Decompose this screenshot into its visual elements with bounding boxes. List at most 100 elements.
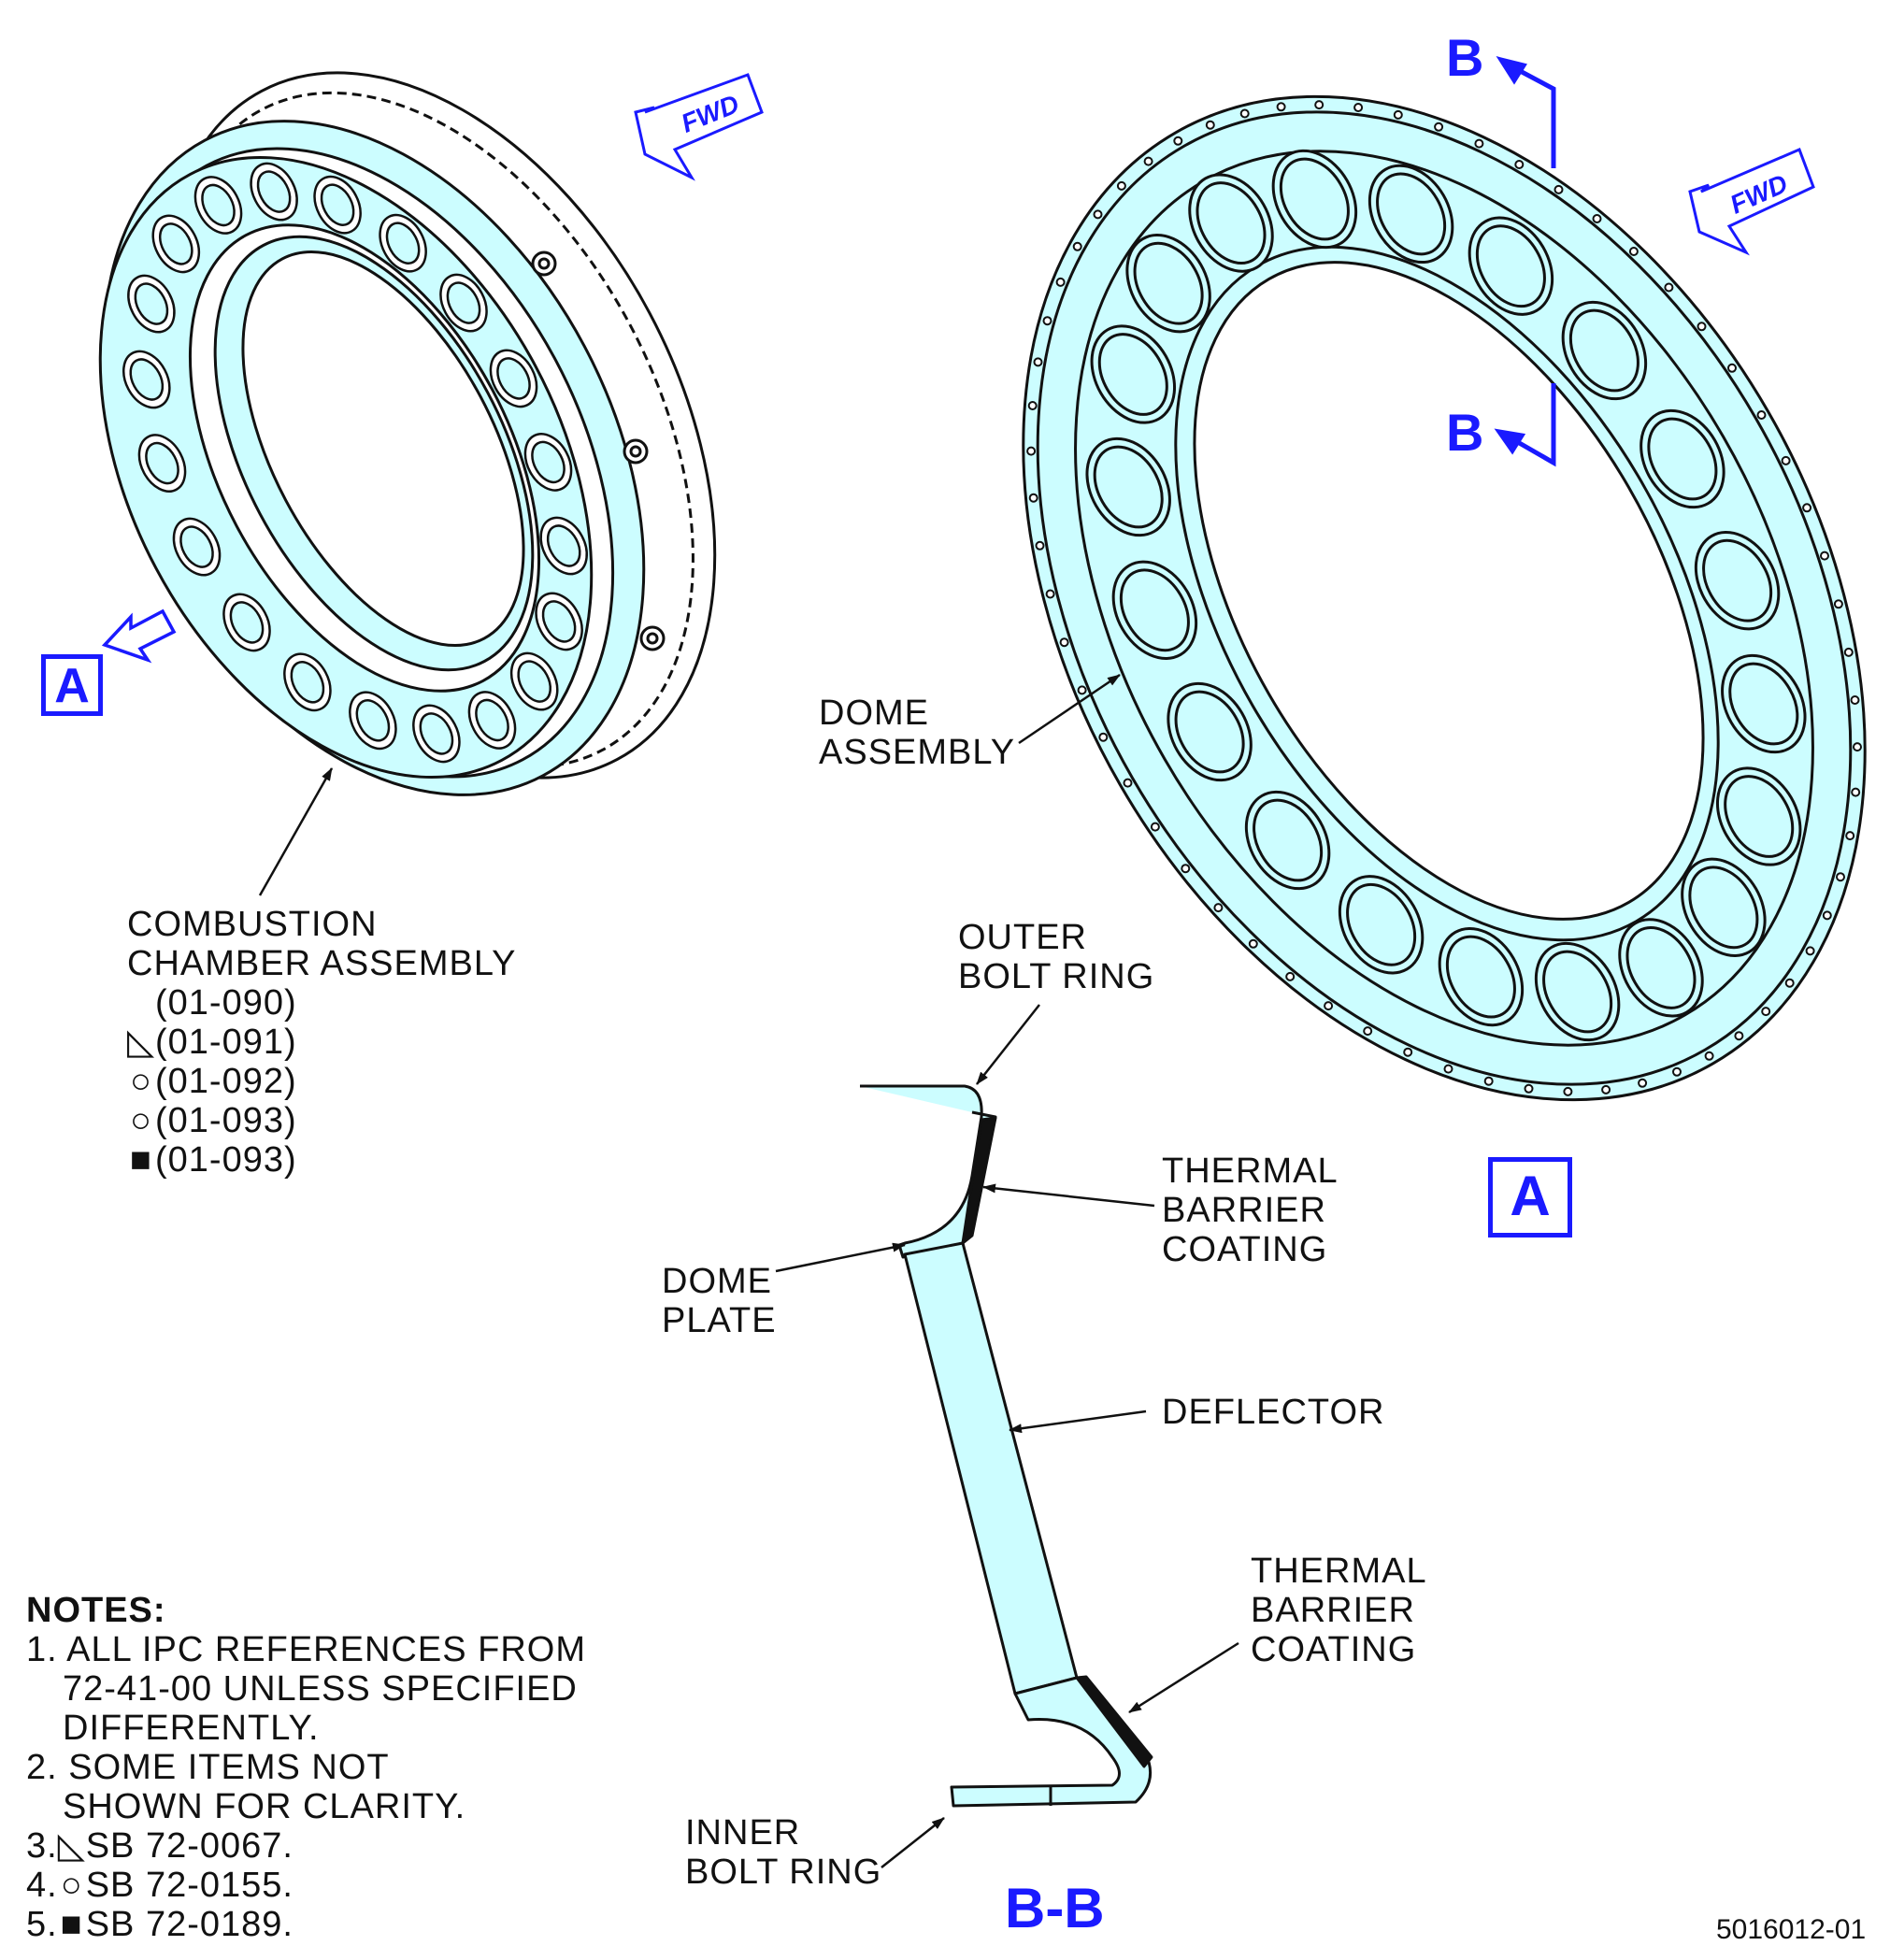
bolt-hole [1116,180,1126,191]
swirler-cup [201,183,236,227]
swirler-cup [1097,333,1168,416]
swirler-cup [1568,308,1639,393]
bolt-hole [1173,136,1183,146]
section-cut-line [1494,56,1556,467]
bolt-hole [1697,322,1707,332]
bolt-hole [1853,742,1862,752]
swirler-cup [541,600,577,643]
note-text: SOME ITEMS NOT [68,1748,390,1787]
bolt-hole [1027,401,1038,410]
ipc-ref-row: (01-090) [127,983,517,1023]
bolt-hole [1734,1031,1744,1041]
bolt-hole [1403,1047,1413,1057]
ref-symbol: ○ [130,1101,152,1140]
bolt-hole [1704,1051,1714,1061]
swirler-cup [256,170,292,213]
bolt-hole [1239,108,1250,119]
bolt-hole [1802,503,1812,513]
bolt-hole [1514,160,1525,169]
swirler-cup [1475,224,1546,308]
fwd-arrow-left-icon [634,73,764,181]
callout-line: COMBUSTION [127,905,378,944]
bolt-hole [1850,695,1860,705]
swirler-cup [320,183,355,226]
swirler-cup [1133,241,1204,325]
bolt-hole [1474,138,1484,149]
swirler-cup [517,660,552,703]
bolt-hole [1822,910,1832,921]
bolt-hole [1205,120,1215,130]
bolt-hole [1836,872,1845,882]
bolt-hole [1524,1083,1534,1094]
bolt-hole [1434,122,1444,132]
swirler-cup [1445,935,1516,1019]
swirler-cup [446,281,481,324]
notes-block: NOTES: 1. ALL IPC REFERENCES FROM 72-41-… [26,1591,586,1944]
fwd-arrow-right-icon [1688,148,1815,256]
callout-line: ASSEMBLY [819,733,1016,772]
bolt-hole [1150,822,1160,832]
bolt-hole [1761,1007,1771,1017]
callout-line: DOME [662,1262,772,1301]
bolt-hole [1784,978,1795,988]
note-number: 2. [26,1748,58,1787]
bolt-hole [1285,971,1296,981]
swirler-cup [129,358,165,401]
bolt-hole [1554,184,1564,194]
ipc-ref-row: ○(01-093) [127,1101,517,1140]
swirler-cup [355,699,391,742]
bolt-hole [1664,282,1674,293]
view-a-label: A [1488,1157,1572,1238]
bolt-hole [1123,778,1133,788]
dome-plate-callout: DOME PLATE [662,1262,777,1340]
callout-line: OUTER [958,918,1087,957]
bolt-hole [1072,241,1082,251]
callout-line: BARRIER [1251,1591,1415,1630]
dome-assembly-callout: DOME ASSEMBLY [819,694,1015,772]
bolt-hole [1055,277,1066,287]
swirler-cup [1196,181,1267,265]
swirler-cup [1174,690,1245,774]
callout-line: INNER [685,1813,801,1853]
note-item: 1. ALL IPC REFERENCES FROM [26,1630,586,1669]
note-text: SB 72-0189. [85,1905,294,1944]
ref-symbol: ■ [130,1140,152,1180]
bolt-hole [1033,357,1043,367]
bolt-hole [1045,589,1055,599]
dome-assembly-drawing [1022,94,1867,1102]
swirler-cup [1253,798,1324,882]
notes-title: NOTES: [26,1591,166,1630]
bolt-hole [1851,787,1861,797]
outer-bolt-ring-callout: OUTER BOLT RING [958,918,1154,996]
swirler-cup [1346,882,1417,966]
note-text: 72-41-00 UNLESS SPECIFIED [63,1669,578,1709]
deflector-callout: DEFLECTOR [1162,1393,1384,1432]
bolt-hole [1628,247,1639,256]
swirler-cup [1093,445,1164,529]
bolt-hole [1805,946,1815,956]
section-marker-top: B [1446,28,1484,87]
callout-line: THERMAL [1251,1552,1427,1591]
swirler-cup [1702,538,1773,622]
inner-bolt-ring-callout: INNER BOLT RING [685,1813,881,1892]
ipc-ref-row: ◺(01-091) [127,1023,517,1062]
bolt-hole [1727,363,1737,373]
bolt-hole [1833,599,1843,609]
callout-line: DEFLECTOR [1162,1393,1385,1432]
ref-text: (01-093) [155,1101,297,1140]
bolt-hole [1672,1066,1682,1077]
callout-line: THERMAL [1162,1152,1339,1191]
leader-lines [258,673,1239,1868]
view-a-marker: A [41,654,103,716]
ref-symbol: ○ [130,1062,152,1101]
bolt-hole [1781,455,1791,465]
callout-line: BOLT RING [958,957,1155,996]
bolt-hole [1077,685,1087,695]
bolt-hole [1363,1026,1373,1037]
bolt-hole [1181,864,1191,874]
bolt-hole [1143,156,1153,166]
sb-0189-symbol-icon: ■ [60,1905,83,1944]
section-bb-drawing [860,1084,1153,1808]
bolt-hole [1353,103,1364,112]
view-a-arrow-icon [101,608,177,664]
